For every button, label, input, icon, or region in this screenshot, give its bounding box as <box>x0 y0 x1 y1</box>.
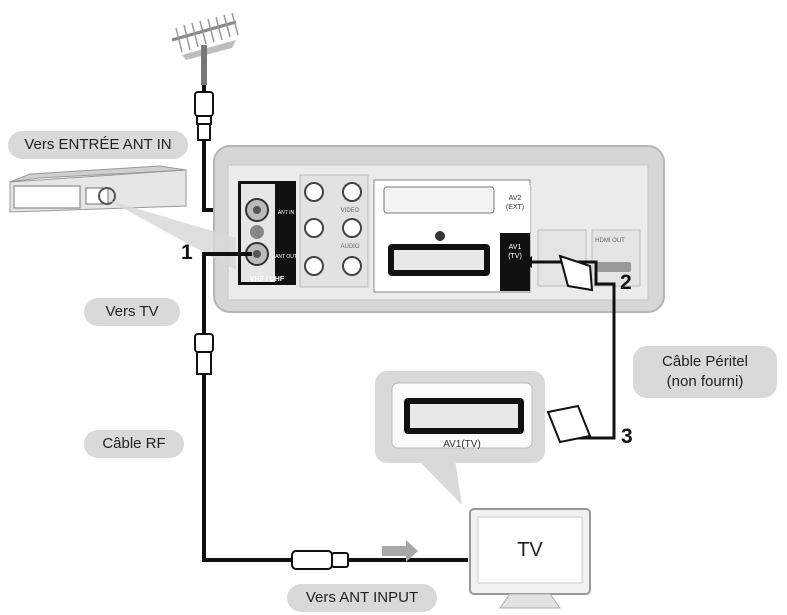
rf-plug-device <box>194 333 214 375</box>
rf-plug-tv <box>291 550 349 570</box>
tv-screen-label: TV <box>517 539 543 561</box>
tv-icon: TV <box>469 508 591 609</box>
antenna-icon <box>171 12 239 85</box>
ant-in-text: ANT IN <box>278 210 295 216</box>
step-1: 1 <box>181 241 193 264</box>
audio-text: AUDIO <box>340 244 359 250</box>
ext-text: (EXT) <box>506 204 524 211</box>
step-2: 2 <box>620 271 632 294</box>
label-scart-cable: Câble Péritel (non fourni) <box>633 346 777 398</box>
label-rf-cable: Câble RF <box>84 430 184 458</box>
scart-plug-device <box>558 254 594 292</box>
av2-text: AV2 <box>509 195 522 202</box>
label-ant-input: Vers ANT INPUT <box>287 584 437 612</box>
scart-cable <box>530 260 616 440</box>
label-ant-in: Vers ENTRÉE ANT IN <box>8 131 188 159</box>
rf-plug-antenna <box>194 91 214 141</box>
ant-out-text: ANT OUT <box>275 254 297 260</box>
scart-plug-tv <box>546 404 592 444</box>
av1-text: AV1 <box>509 244 522 251</box>
recorder-device <box>9 165 187 213</box>
vhf-uhf-text: VHF / UHF <box>250 276 285 283</box>
tv-text: (TV) <box>508 253 522 260</box>
arrow-icon-av1 <box>522 256 532 268</box>
direction-arrow-icon <box>382 540 418 562</box>
tv-scart-callout: AV1(TV) <box>375 371 545 505</box>
label-scart-cable-line2: (non fourni) <box>666 373 744 390</box>
label-vers-tv: Vers TV <box>84 298 180 326</box>
label-scart-cable-line1: Câble Péritel <box>662 353 748 370</box>
device-back-panel: ANT IN ANT OUT VHF / UHF VIDEO AUDIO AV2… <box>213 145 665 313</box>
tv-port-label: AV1(TV) <box>443 439 481 450</box>
video-text: VIDEO <box>341 208 360 214</box>
hdmi-text: HDMI OUT <box>595 238 625 244</box>
step-3: 3 <box>621 425 633 448</box>
